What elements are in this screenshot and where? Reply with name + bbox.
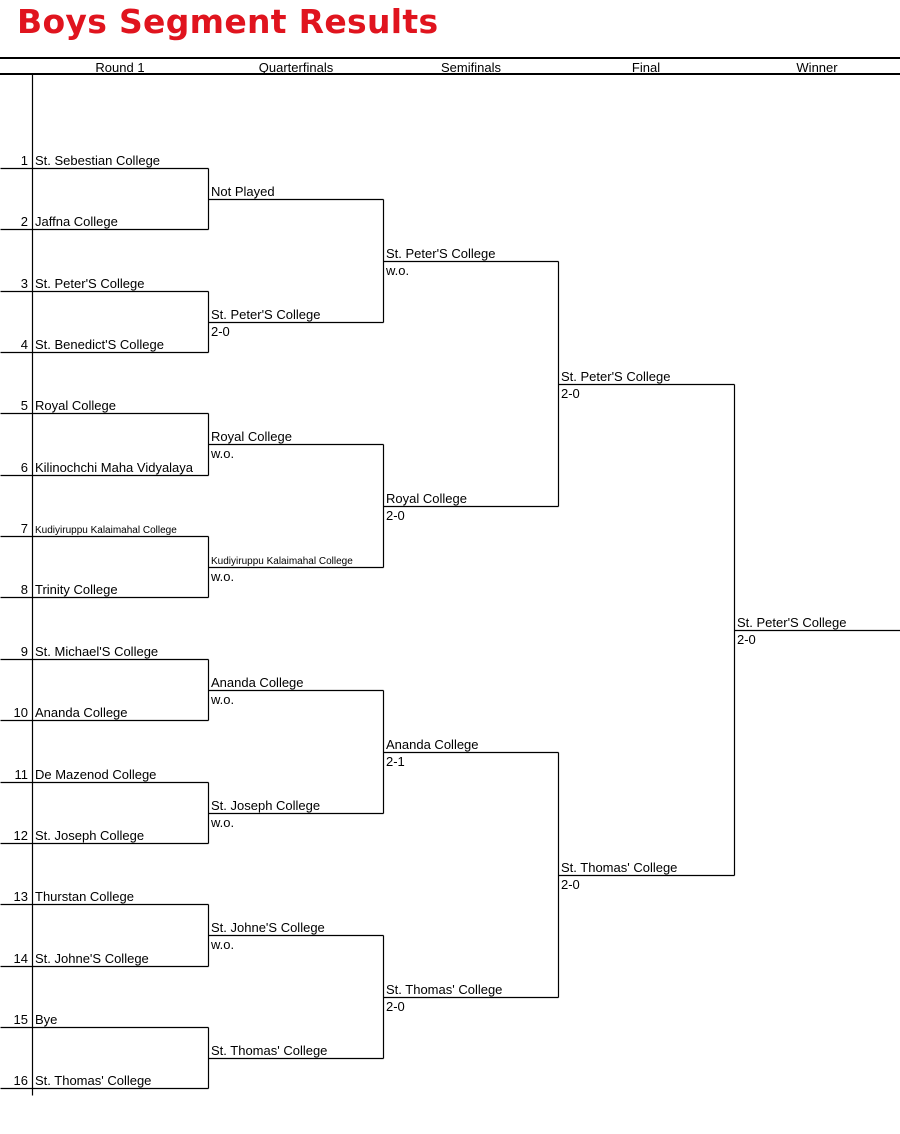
quarterfinal-team: Ananda College xyxy=(211,675,304,690)
round1-team: St. Johne'S College xyxy=(35,951,149,966)
round1-team: Ananda College xyxy=(35,705,128,720)
round-header-winner: Winner xyxy=(796,60,838,75)
semifinal-team: Ananda College xyxy=(386,737,479,752)
seed-number: 16 xyxy=(13,1073,28,1088)
seed-number: 14 xyxy=(13,951,28,966)
quarterfinal-team: St. Peter'S College xyxy=(211,307,321,322)
round1-team: Kilinochchi Maha Vidyalaya xyxy=(35,460,194,475)
seed-number: 2 xyxy=(20,214,28,229)
seed-number: 12 xyxy=(13,828,28,843)
quarterfinal-team: Not Played xyxy=(211,184,275,199)
seed-number: 3 xyxy=(20,276,28,291)
quarterfinal-score: w.o. xyxy=(211,569,235,584)
seed-number: 5 xyxy=(20,398,28,413)
round-header-final: Final xyxy=(631,60,661,75)
semifinal-score: 2-0 xyxy=(386,508,405,523)
quarterfinal-team: Royal College xyxy=(211,429,292,444)
seed-number: 6 xyxy=(20,460,28,475)
seed-number: 7 xyxy=(20,521,28,536)
round1-team: St. Thomas' College xyxy=(35,1073,152,1088)
quarterfinal-team: St. Johne'S College xyxy=(211,920,325,935)
semifinal-team: St. Thomas' College xyxy=(386,982,503,997)
semifinal-score: w.o. xyxy=(386,263,410,278)
round1-team: St. Joseph College xyxy=(35,828,145,843)
quarterfinal-score: w.o. xyxy=(211,937,235,952)
quarterfinal-team: St. Thomas' College xyxy=(211,1043,328,1058)
round-header-quarterfinals: Quarterfinals xyxy=(258,60,334,75)
round1-team: Bye xyxy=(35,1012,58,1027)
round1-team: St. Michael'S College xyxy=(35,644,159,659)
quarterfinal-team: Kudiyiruppu Kalaimahal College xyxy=(211,556,353,567)
quarterfinal-team: St. Joseph College xyxy=(211,798,321,813)
round1-team: St. Benedict'S College xyxy=(35,337,164,352)
quarterfinal-score: w.o. xyxy=(211,692,235,707)
round1-team: De Mazenod College xyxy=(35,767,157,782)
header-top-rule xyxy=(0,57,900,59)
quarterfinal-score: w.o. xyxy=(211,446,235,461)
final-team: St. Peter'S College xyxy=(561,369,671,384)
seed-number: 15 xyxy=(13,1012,28,1027)
seed-number: 1 xyxy=(20,153,28,168)
round1-team: Royal College xyxy=(35,398,116,413)
page-title: Boys Segment Results xyxy=(17,2,439,41)
round1-team: St. Peter'S College xyxy=(35,276,145,291)
seed-number: 13 xyxy=(13,889,28,904)
semifinal-team: St. Peter'S College xyxy=(386,246,496,261)
quarterfinal-score: 2-0 xyxy=(211,324,230,339)
semifinal-team: Royal College xyxy=(386,491,467,506)
header-bottom-rule xyxy=(0,73,900,75)
round1-team: Jaffna College xyxy=(35,214,118,229)
seed-number: 8 xyxy=(20,582,28,597)
round1-team: Kudiyiruppu Kalaimahal College xyxy=(35,525,177,536)
semifinal-score: 2-1 xyxy=(386,754,405,769)
seed-number: 10 xyxy=(13,705,28,720)
final-score: 2-0 xyxy=(561,386,580,401)
round-header-round-1: Round 1 xyxy=(95,60,145,75)
round1-team: St. Sebestian College xyxy=(35,153,161,168)
round1-team: Thurstan College xyxy=(35,889,134,904)
semifinal-score: 2-0 xyxy=(386,999,405,1014)
final-team: St. Thomas' College xyxy=(561,860,678,875)
seed-number: 4 xyxy=(20,337,28,352)
round-header-semifinals: Semifinals xyxy=(441,60,501,75)
final-score: 2-0 xyxy=(561,877,580,892)
winner-team: St. Peter'S College xyxy=(737,615,847,630)
seed-number: 9 xyxy=(20,644,28,659)
round1-team: Trinity College xyxy=(35,582,118,597)
seed-number: 11 xyxy=(14,767,29,782)
quarterfinal-score: w.o. xyxy=(211,815,235,830)
winner-score: 2-0 xyxy=(737,632,756,647)
